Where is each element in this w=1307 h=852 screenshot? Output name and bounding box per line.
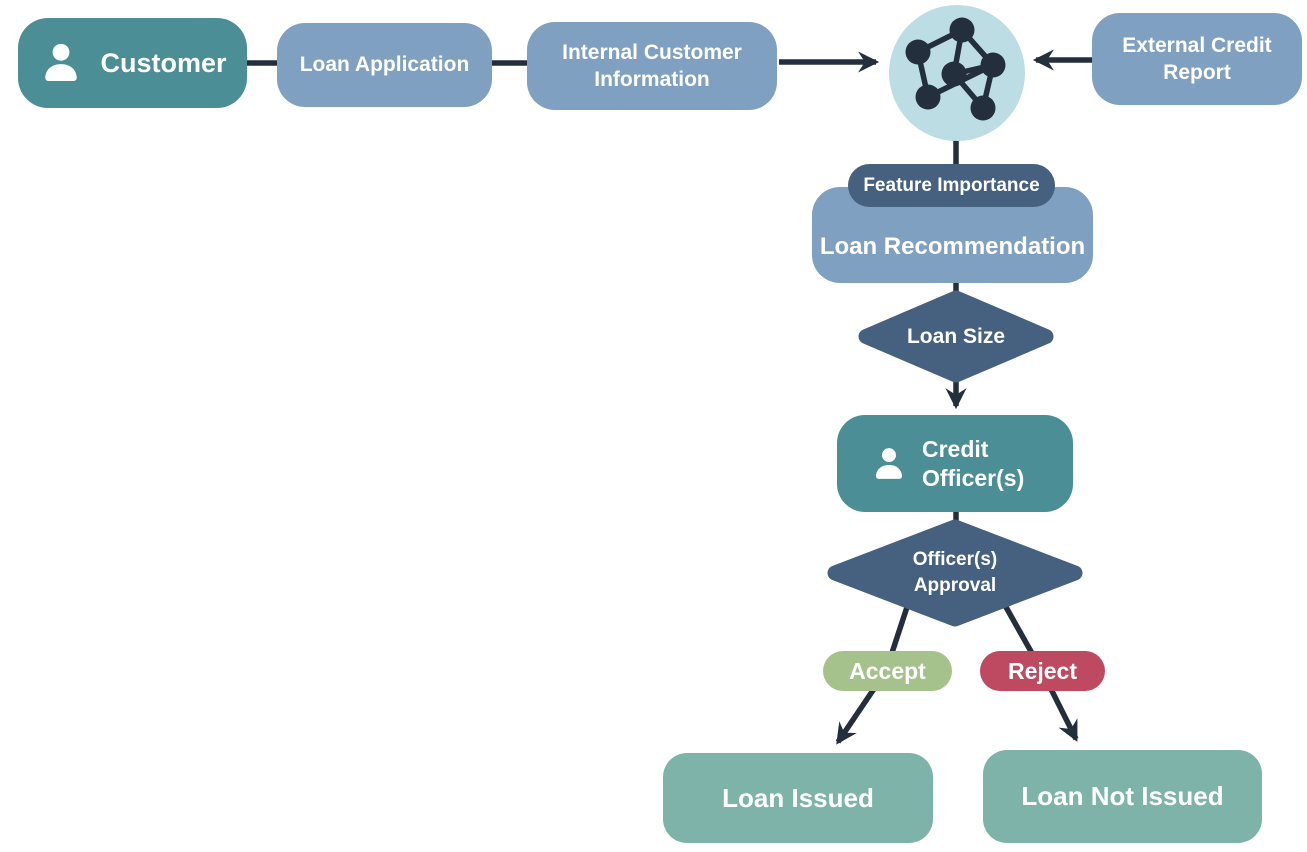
node-internal-customer-information: Internal Customer Information <box>527 22 777 110</box>
node-officers-approval-label: Officer(s) Approval <box>912 549 998 596</box>
node-credit-officers-label: Credit Officer(s) <box>922 435 1025 491</box>
node-loan-not-issued-label: Loan Not Issued <box>1021 781 1224 811</box>
node-loan-issued: Loan Issued <box>663 753 933 843</box>
node-loan-not-issued: Loan Not Issued <box>983 750 1262 843</box>
badge-accept-label: Accept <box>849 657 926 684</box>
node-internal-customer-information-label: Internal Customer Information <box>562 40 742 91</box>
node-external-credit-report-label: External Credit Report <box>1122 33 1272 84</box>
node-loan-application: Loan Application <box>277 23 492 107</box>
node-credit-officers: Credit Officer(s) <box>837 415 1073 512</box>
node-customer: Customer <box>18 18 247 108</box>
node-loan-size-label: Loan Size <box>906 324 1006 348</box>
node-loan-issued-label: Loan Issued <box>722 782 874 813</box>
node-external-credit-report: External Credit Report <box>1092 13 1302 105</box>
node-loan-recommendation-label: Loan Recommendation <box>819 233 1086 260</box>
person-icon <box>45 43 78 82</box>
node-customer-label: Customer <box>100 47 227 78</box>
neural-network-icon <box>905 17 1006 121</box>
node-officers-approval: Officer(s) Approval <box>825 518 1085 628</box>
node-loan-size: Loan Size <box>856 289 1056 384</box>
badge-reject: Reject <box>980 651 1105 691</box>
diamond-shape <box>858 290 1054 383</box>
badge-feature-importance: Feature Importance <box>848 164 1055 207</box>
diamond-shape <box>827 519 1083 627</box>
node-loan-application-label: Loan Application <box>299 53 470 76</box>
badge-accept: Accept <box>823 651 952 691</box>
node-ml-model <box>889 5 1025 141</box>
person-icon <box>876 447 902 479</box>
badge-reject-label: Reject <box>1007 657 1078 684</box>
badge-feature-importance-label: Feature Importance <box>863 174 1040 196</box>
